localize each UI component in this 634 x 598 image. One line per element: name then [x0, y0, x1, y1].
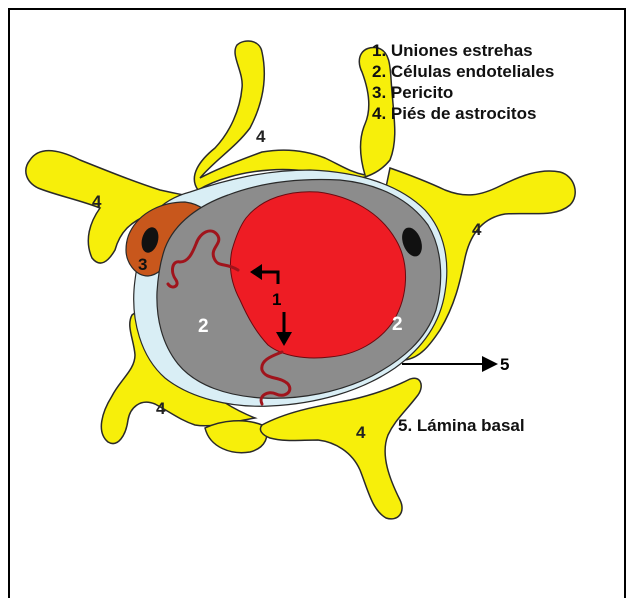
- legend-item-pericyte: 3. Pericito: [372, 82, 554, 103]
- label-astrocyte-bottom-right: 4: [356, 423, 366, 442]
- label-astrocyte-top: 4: [256, 127, 266, 146]
- label-pericyte: 3: [138, 255, 147, 274]
- legend-list: 1. Uniones estrehas 2. Células endotelia…: [372, 40, 554, 124]
- basal-lamina-arrow: [402, 356, 498, 372]
- legend-basal-lamina: 5. Lámina basal: [398, 415, 525, 436]
- label-astrocyte-right: 4: [472, 220, 482, 239]
- label-endothelial-right: 2: [392, 314, 403, 335]
- legend-item-tight-junctions: 1. Uniones estrehas: [372, 40, 554, 61]
- legend-item-endothelial-cells: 2. Células endoteliales: [372, 61, 554, 82]
- astrocyte-foot-top: [194, 41, 394, 190]
- label-astrocyte-left: 4: [92, 192, 102, 211]
- astrocyte-foot-bottom-center: [205, 421, 267, 453]
- label-endothelial-left: 2: [198, 316, 209, 337]
- basal-lamina-arrow-head: [482, 356, 498, 372]
- label-astrocyte-bottom-left: 4: [156, 399, 166, 418]
- label-junction: 1: [272, 290, 281, 309]
- legend-item-astrocyte-feet: 4. Piés de astrocitos: [372, 103, 554, 124]
- label-basal: 5: [500, 355, 509, 374]
